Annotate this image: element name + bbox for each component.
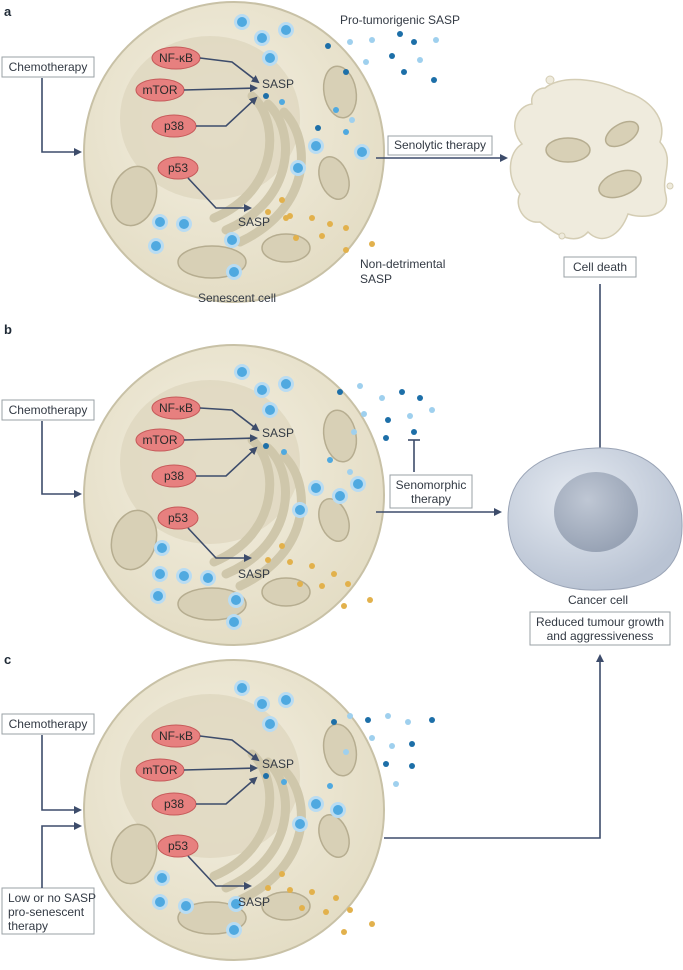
chemotherapy-arrow-c — [41, 735, 82, 814]
pathway-p38: p38 — [151, 464, 197, 488]
pro-senescent-label-2: pro-senescent — [8, 905, 85, 919]
senolytic-therapy-label: Senolytic therapy — [394, 138, 486, 152]
chemotherapy-label: Chemotherapy — [9, 60, 88, 74]
senescent-cell-c: NF-κB mTOR p38 p53 SASP SASP — [83, 659, 385, 961]
mitochondria — [110, 65, 358, 279]
pathway-p38: p38 — [151, 114, 197, 138]
sasp-label-top: SASP — [262, 757, 294, 771]
pathway-arrows — [183, 57, 260, 212]
senomorphic-therapy-label: Senomorphic — [396, 478, 467, 492]
sasp-label-top: SASP — [262, 77, 294, 91]
senescent-cell-b: NF-κB mTOR p38 p53 SASP SASP — [83, 344, 385, 646]
non-detrimental-label-2: SASP — [360, 272, 392, 286]
pathway-label: p38 — [164, 469, 184, 483]
sasp-dots-c — [265, 713, 435, 935]
pathway-label: NF-κB — [159, 51, 193, 65]
pathway-label: p53 — [168, 511, 188, 525]
sasp-dots-b — [265, 383, 435, 609]
pathway-nfkb: NF-κB — [151, 724, 201, 748]
pathway-arrows — [183, 735, 260, 890]
outcome-box — [529, 611, 671, 646]
cancer-cell-label: Cancer cell — [568, 593, 628, 607]
cell-death-box — [563, 256, 637, 278]
senomorphic-therapy-label-2: therapy — [411, 492, 451, 506]
vesicles — [150, 364, 366, 630]
pathway-label: mTOR — [142, 83, 177, 97]
pathway-nfkb: NF-κB — [151, 46, 201, 70]
pro-tumorigenic-sasp-dots — [315, 31, 439, 135]
chemotherapy-arrow-b — [41, 421, 82, 498]
pathway-label: p53 — [168, 839, 188, 853]
pathway-label: NF-κB — [159, 729, 193, 743]
pathway-label: mTOR — [142, 433, 177, 447]
chemotherapy-box-c — [1, 713, 95, 735]
non-detrimental-sasp-dots — [279, 197, 375, 253]
chemotherapy-label: Chemotherapy — [9, 717, 88, 731]
chemotherapy-label: Chemotherapy — [9, 403, 88, 417]
sasp-label-top: SASP — [262, 426, 294, 440]
pro-senescent-label: Low or no SASP — [8, 891, 96, 905]
pathway-label: mTOR — [142, 763, 177, 777]
outcome-label: Reduced tumour growth — [536, 615, 664, 629]
pathway-p38: p38 — [151, 792, 197, 816]
pathway-label: p53 — [168, 161, 188, 175]
sasp-label-bottom: SASP — [238, 895, 270, 909]
pathway-p53: p53 — [157, 506, 199, 530]
vesicles — [152, 680, 346, 938]
panel-c: c — [1, 652, 604, 961]
sasp-label-bottom: SASP — [238, 567, 270, 581]
pathway-label: NF-κB — [159, 401, 193, 415]
vesicles — [148, 14, 370, 280]
senescent-cell-label: Senescent cell — [198, 291, 276, 305]
senomorphic-therapy-box — [389, 474, 473, 509]
chemotherapy-arrow-a — [41, 78, 82, 156]
chemotherapy-box-b — [1, 399, 95, 421]
pathway-mtor: mTOR — [135, 428, 185, 452]
pathway-p53: p53 — [157, 156, 199, 180]
chemotherapy-box-a — [1, 56, 95, 78]
pathway-label: p38 — [164, 119, 184, 133]
panel-a: a — [1, 1, 674, 456]
panel-letter-a: a — [4, 4, 12, 19]
panel-b: b — [1, 322, 683, 646]
pathway-arrows — [183, 407, 260, 562]
pathway-p53: p53 — [157, 834, 199, 858]
nucleus — [120, 380, 300, 544]
pro-senescent-arrow — [41, 822, 82, 888]
golgi-apparatus — [209, 749, 306, 905]
dying-cell — [509, 75, 674, 240]
pathway-mtor: mTOR — [135, 78, 185, 102]
outcome-label-2: and aggressiveness — [547, 629, 654, 643]
panel-c-to-outcome-arrow — [384, 654, 604, 839]
senescent-cell-a: NF-κB mTOR p38 p53 SASP SASP — [83, 1, 385, 303]
cell-death-label: Cell death — [573, 260, 627, 274]
mitochondria — [110, 723, 358, 935]
cancer-cell — [507, 447, 683, 591]
pro-senescent-label-3: therapy — [8, 919, 48, 933]
pathway-nfkb: NF-κB — [151, 396, 201, 420]
pro-tumorigenic-sasp-label: Pro-tumorigenic SASP — [340, 13, 460, 27]
pathway-mtor: mTOR — [135, 758, 185, 782]
pro-senescent-therapy-box — [1, 887, 95, 935]
senolytic-therapy-box — [387, 135, 493, 156]
panel-letter-b: b — [4, 322, 12, 337]
pathway-label: p38 — [164, 797, 184, 811]
panel-letter-c: c — [4, 652, 11, 667]
non-detrimental-label: Non-detrimental — [360, 257, 445, 271]
sasp-label-bottom: SASP — [238, 215, 270, 229]
